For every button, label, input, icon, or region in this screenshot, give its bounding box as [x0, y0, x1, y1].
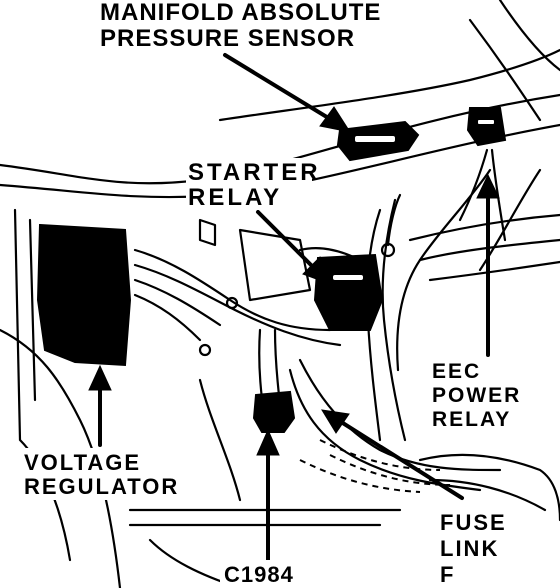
harness-3 — [133, 278, 222, 327]
map-hose — [386, 193, 402, 247]
voltage-regulator-label-line1: VOLTAGE — [24, 450, 142, 475]
arrow-starter-relay-shaft — [256, 210, 320, 274]
eec-power-relay-label-line2: POWER — [432, 384, 522, 407]
hood-edge — [468, 0, 560, 122]
map-hose-end — [380, 242, 396, 258]
c1984-connector-label: C1984 — [224, 562, 294, 587]
arrow-map-sensor-shaft — [223, 53, 337, 124]
arrow-eec-relay-head — [476, 173, 500, 199]
arrow-starter-relay-head — [302, 256, 331, 285]
harness-4 — [133, 293, 202, 342]
harness-6 — [381, 198, 407, 442]
harness-1 — [133, 248, 332, 332]
eec-power-relay-label-line3: RELAY — [432, 408, 512, 431]
lower-harness — [418, 453, 560, 522]
lower-harness-2 — [428, 478, 547, 512]
starter-relay-label-line1: STARTER — [188, 159, 321, 186]
starter-relay-label-line2: RELAY — [188, 184, 283, 211]
map-sensor-label-line1: MANIFOLD ABSOLUTE — [100, 0, 382, 26]
voltage-regulator-body — [36, 223, 132, 367]
dashed-harness-3 — [299, 459, 421, 493]
dashed-harness-2 — [329, 454, 451, 486]
connector-c1984-body — [252, 390, 296, 433]
relay-highlight — [333, 275, 363, 280]
map-sensor-label-line2: PRESSURE SENSOR — [100, 25, 356, 52]
starter-relay-body — [313, 253, 384, 331]
arrow-fuse-link-head — [321, 409, 350, 434]
arrow-c1984-head — [256, 428, 280, 456]
voltage-regulator-label-line2: REGULATOR — [24, 474, 180, 499]
harness-2 — [133, 263, 342, 347]
fuse-link-label-line2: LINK — [440, 536, 500, 561]
terminal-stud — [225, 296, 239, 310]
relay-bracket — [238, 228, 312, 302]
upper-panel — [218, 48, 560, 122]
ground-cable — [198, 378, 242, 502]
eec-power-relay-body — [466, 107, 507, 147]
fuse-link-wire-2 — [298, 358, 502, 472]
terminal-stud-2 — [198, 343, 212, 357]
harness-9 — [408, 213, 560, 242]
harness-7 — [396, 168, 492, 372]
inner-fender — [0, 328, 122, 588]
arrow-fuse-link-shaft — [336, 418, 464, 500]
panel-left-inner — [28, 218, 37, 402]
eec-power-relay-label-line1: EEC — [432, 360, 482, 383]
eec-relay-highlight — [478, 120, 494, 124]
fuse-link-label-line3: F — [440, 562, 456, 587]
harness-11 — [428, 260, 560, 282]
eec-wire — [458, 148, 489, 222]
firewall-box — [198, 218, 217, 247]
map-sensor-highlight — [355, 136, 395, 142]
arrow-voltage-regulator-head — [88, 364, 112, 391]
dashed-harness-1 — [319, 439, 441, 471]
fuse-link-label-line1: FUSE — [440, 510, 507, 535]
arrow-map-sensor-head — [319, 106, 352, 133]
